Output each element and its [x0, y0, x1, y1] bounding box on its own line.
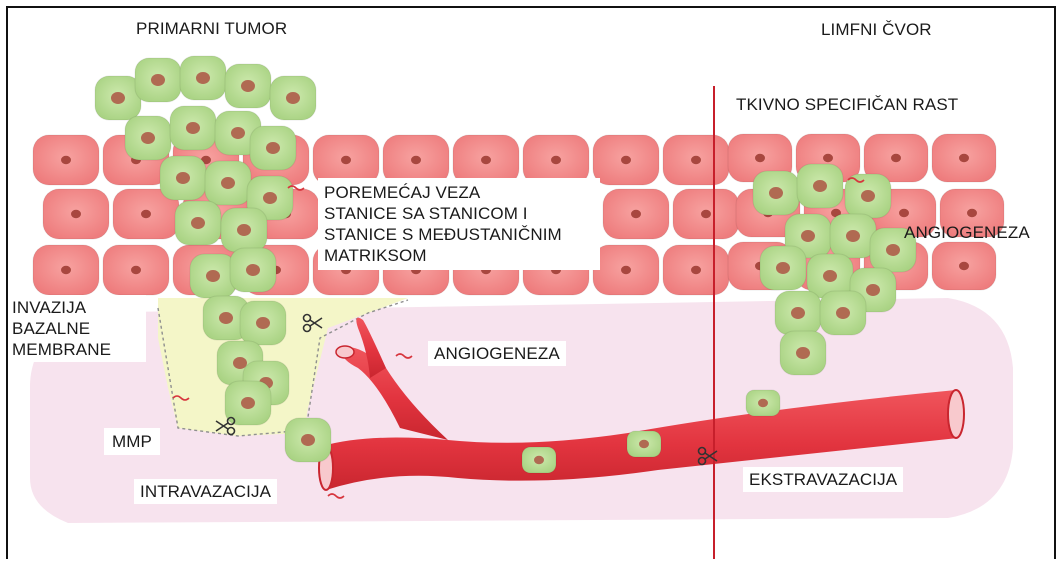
tumor-cell-icon	[180, 56, 226, 100]
tumor-cell-icon	[522, 447, 556, 473]
tissue-specific-growth-label: TKIVNO SPECIFIČAN RAST	[736, 94, 958, 115]
adhesion-line-2: STANICE SA STANICOM I	[324, 203, 594, 224]
invasion-line-2: BAZALNE	[12, 318, 142, 339]
tumor-cell-icon	[95, 76, 141, 120]
intravasation-label: INTRAVAZACIJA	[134, 479, 277, 504]
tumor-cell-icon	[797, 164, 843, 208]
diagram-frame: PRIMARNI TUMOR LIMFNI ČVOR TKIVNO SPECIF…	[6, 6, 1056, 559]
tumor-cell-icon	[270, 76, 316, 120]
tumor-cell-icon	[753, 171, 799, 215]
tissue-cell-icon	[663, 245, 729, 295]
adhesion-line-1: POREMEĆAJ VEZA	[324, 182, 594, 203]
tissue-cell-icon	[663, 135, 729, 185]
tumor-cell-icon	[170, 106, 216, 150]
invasion-line-1: INVAZIJA	[12, 297, 142, 318]
tumor-cell-icon	[125, 116, 171, 160]
invasion-line-3: MEMBRANE	[12, 339, 142, 360]
tissue-cell-icon	[603, 189, 669, 239]
tissue-cell-icon	[33, 135, 99, 185]
tumor-cell-icon	[820, 291, 866, 335]
tissue-cell-icon	[103, 245, 169, 295]
extravasation-label: EKSTRAVAZACIJA	[743, 467, 903, 492]
tumor-cell-icon	[240, 301, 286, 345]
tissue-cell-icon	[932, 134, 996, 182]
tumor-cell-icon	[190, 254, 236, 298]
tumor-cell-icon	[225, 64, 271, 108]
tumor-cell-icon	[160, 156, 206, 200]
tumor-cell-icon	[135, 58, 181, 102]
tumor-cell-icon	[775, 291, 821, 335]
invasion-label: INVAZIJA BAZALNE MEMBRANE	[8, 295, 146, 362]
tumor-cell-icon	[285, 418, 331, 462]
tissue-cell-icon	[593, 135, 659, 185]
adhesion-disruption-label: POREMEĆAJ VEZA STANICE SA STANICOM I STA…	[318, 178, 600, 270]
tumor-cell-icon	[250, 126, 296, 170]
tumor-cell-icon	[760, 246, 806, 290]
tumor-cell-icon	[205, 161, 251, 205]
tissue-cell-icon	[43, 189, 109, 239]
tumor-cell-icon	[221, 208, 267, 252]
tissue-cell-icon	[33, 245, 99, 295]
adhesion-line-4: MATRIKSOM	[324, 245, 594, 266]
tumor-cell-icon	[830, 214, 876, 258]
adhesion-line-3: STANICE S MEĐUSTANIČNIM	[324, 224, 594, 245]
tissue-cell-icon	[673, 189, 739, 239]
tumor-cell-icon	[746, 390, 780, 416]
primary-tumor-label: PRIMARNI TUMOR	[136, 18, 287, 39]
angiogenesis-center-label: ANGIOGENEZA	[428, 341, 566, 366]
tumor-cell-icon	[627, 431, 661, 457]
tumor-cell-icon	[230, 248, 276, 292]
tissue-cell-icon	[593, 245, 659, 295]
mmp-label: MMP	[104, 428, 160, 455]
tumor-cell-icon	[780, 331, 826, 375]
tumor-cell-icon	[175, 201, 221, 245]
tumor-cell-icon	[845, 174, 891, 218]
lymph-node-label: LIMFNI ČVOR	[821, 19, 932, 40]
tissue-cell-icon	[932, 242, 996, 290]
angiogenesis-right-label: ANGIOGENEZA	[904, 222, 1030, 243]
